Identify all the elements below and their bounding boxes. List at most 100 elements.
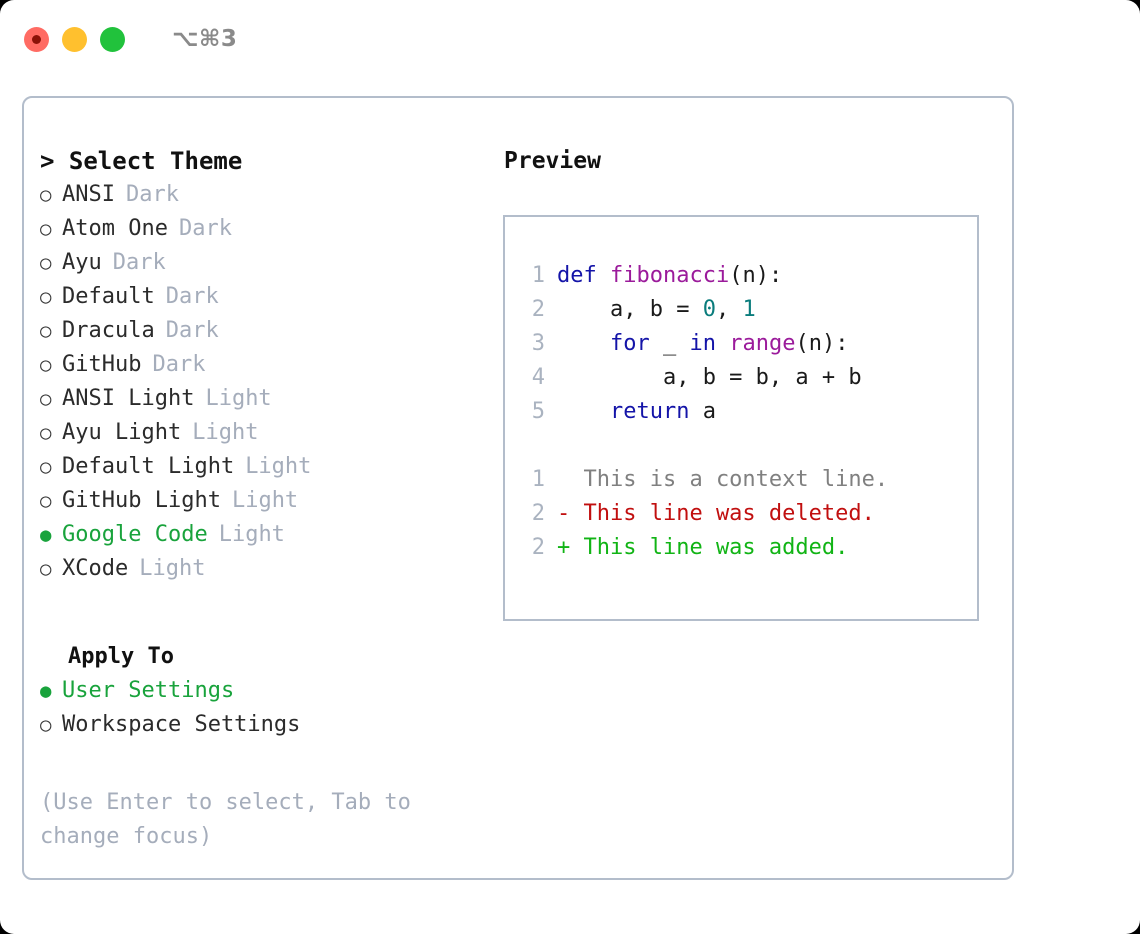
preview-heading: Preview xyxy=(504,148,601,174)
line-number: 1 xyxy=(531,467,545,492)
radio-unselected-icon: ○ xyxy=(40,184,52,206)
code-token-kw: in xyxy=(689,331,716,356)
apply-to-heading: Apply To xyxy=(68,644,174,669)
theme-variant-badge: Dark xyxy=(178,216,232,241)
diff-line-add: 2 + This line was added. xyxy=(523,531,977,565)
diff-line-text: + This line was added. xyxy=(557,535,849,560)
select-theme-title: Select Theme xyxy=(68,147,243,175)
line-number: 4 xyxy=(531,365,545,390)
theme-option-label: Dracula xyxy=(62,318,155,343)
diff-line-del: 2 - This line was deleted. xyxy=(523,497,977,531)
theme-variant-badge: Dark xyxy=(165,318,219,343)
theme-option-label: Atom One xyxy=(62,216,168,241)
theme-variant-badge: Dark xyxy=(112,250,166,275)
radio-selected-icon: ● xyxy=(40,524,52,546)
code-token-num: 1 xyxy=(742,297,756,322)
code-token-pl: a, b = xyxy=(557,297,703,322)
theme-variant-badge: Light xyxy=(218,522,285,547)
theme-option-label: XCode xyxy=(62,556,129,581)
theme-option-label: GitHub Light xyxy=(62,488,221,513)
theme-option-google-code[interactable]: ● Google Code Light xyxy=(40,518,494,552)
apply-to-option-label: Workspace Settings xyxy=(62,712,301,737)
code-line: 2 a, b = 0, 1 xyxy=(523,293,977,327)
code-token-pl xyxy=(557,331,610,356)
code-token-kw: for xyxy=(609,331,650,356)
theme-option-label: ANSI Light xyxy=(62,386,195,411)
code-token-kw: return xyxy=(609,399,690,424)
theme-option-label: GitHub xyxy=(62,352,142,377)
theme-option-label: ANSI xyxy=(62,182,115,207)
code-line: 1 def fibonacci(n): xyxy=(523,259,977,293)
code-token-kw: def xyxy=(557,263,610,288)
prompt-caret: > xyxy=(40,147,69,175)
code-token-fn: range xyxy=(729,331,796,356)
line-number: 2 xyxy=(531,297,545,322)
theme-variant-badge: Dark xyxy=(152,352,206,377)
title-bar: ⌥⌘3 xyxy=(0,0,1140,78)
radio-unselected-icon: ○ xyxy=(40,558,52,580)
code-line: 4 a, b = b, a + b xyxy=(523,361,977,395)
code-spacer xyxy=(523,429,977,463)
code-token-pl: (n): xyxy=(795,331,849,356)
diff-line-text: - This line was deleted. xyxy=(557,501,875,526)
line-number: 1 xyxy=(531,263,545,288)
diff-sample: 1 This is a context line. 2 - This line wa… xyxy=(523,463,977,565)
theme-option-xcode[interactable]: ○ XCode Light xyxy=(40,552,494,586)
line-number: 5 xyxy=(531,399,545,424)
window-controls xyxy=(24,26,125,52)
maximize-button-icon[interactable] xyxy=(100,26,125,52)
diff-line-text: This is a context line. xyxy=(557,467,889,492)
theme-variant-badge: Light xyxy=(192,420,259,445)
line-number: 3 xyxy=(531,331,545,356)
code-token-pl: a, b = b, a + b xyxy=(557,365,862,390)
radio-unselected-icon: ○ xyxy=(40,286,52,308)
theme-option-github[interactable]: ○ GitHub Dark xyxy=(40,348,494,382)
code-token-pl: (n): xyxy=(729,263,783,288)
minimize-button-icon[interactable] xyxy=(62,26,87,52)
apply-to-list: ●User Settings○Workspace Settings xyxy=(40,674,494,742)
code-token-fn: fibonacci xyxy=(609,263,730,288)
code-token-pl xyxy=(716,331,729,356)
theme-option-default[interactable]: ○ Default Dark xyxy=(40,280,494,314)
theme-variant-badge: Light xyxy=(139,556,206,581)
line-number: 2 xyxy=(531,535,545,560)
theme-option-ayu-light[interactable]: ○ Ayu Light Light xyxy=(40,416,494,450)
keyboard-shortcut-label: ⌥⌘3 xyxy=(172,26,238,52)
radio-unselected-icon: ○ xyxy=(40,252,52,274)
theme-variant-badge: Dark xyxy=(165,284,219,309)
close-button-icon[interactable] xyxy=(24,26,49,52)
code-token-pl: a xyxy=(689,399,716,424)
radio-unselected-icon: ○ xyxy=(40,218,52,240)
theme-variant-badge: Light xyxy=(205,386,272,411)
theme-option-label: Default xyxy=(62,284,155,309)
theme-variant-badge: Dark xyxy=(125,182,179,207)
theme-option-label: Ayu Light xyxy=(62,420,182,445)
keyboard-hint-text: (Use Enter to select, Tab to change focu… xyxy=(40,790,425,849)
apply-to-option-workspace-settings[interactable]: ○Workspace Settings xyxy=(40,708,494,742)
line-number: 2 xyxy=(531,501,545,526)
theme-option-label: Ayu xyxy=(62,250,102,275)
radio-selected-icon: ● xyxy=(40,680,52,702)
theme-option-label: Google Code xyxy=(62,522,208,547)
code-line: 5 return a xyxy=(523,395,977,429)
theme-option-ansi[interactable]: ○ ANSI Dark xyxy=(40,178,494,212)
radio-unselected-icon: ○ xyxy=(40,422,52,444)
theme-option-atom-one[interactable]: ○ Atom One Dark xyxy=(40,212,494,246)
code-token-pl: , xyxy=(715,297,743,322)
code-token-num: 0 xyxy=(702,297,716,322)
radio-unselected-icon: ○ xyxy=(40,354,52,376)
theme-option-ayu[interactable]: ○ Ayu Dark xyxy=(40,246,494,280)
apply-to-option-user-settings[interactable]: ●User Settings xyxy=(40,674,494,708)
theme-option-label: Default Light xyxy=(62,454,235,479)
theme-variant-badge: Light xyxy=(245,454,312,479)
